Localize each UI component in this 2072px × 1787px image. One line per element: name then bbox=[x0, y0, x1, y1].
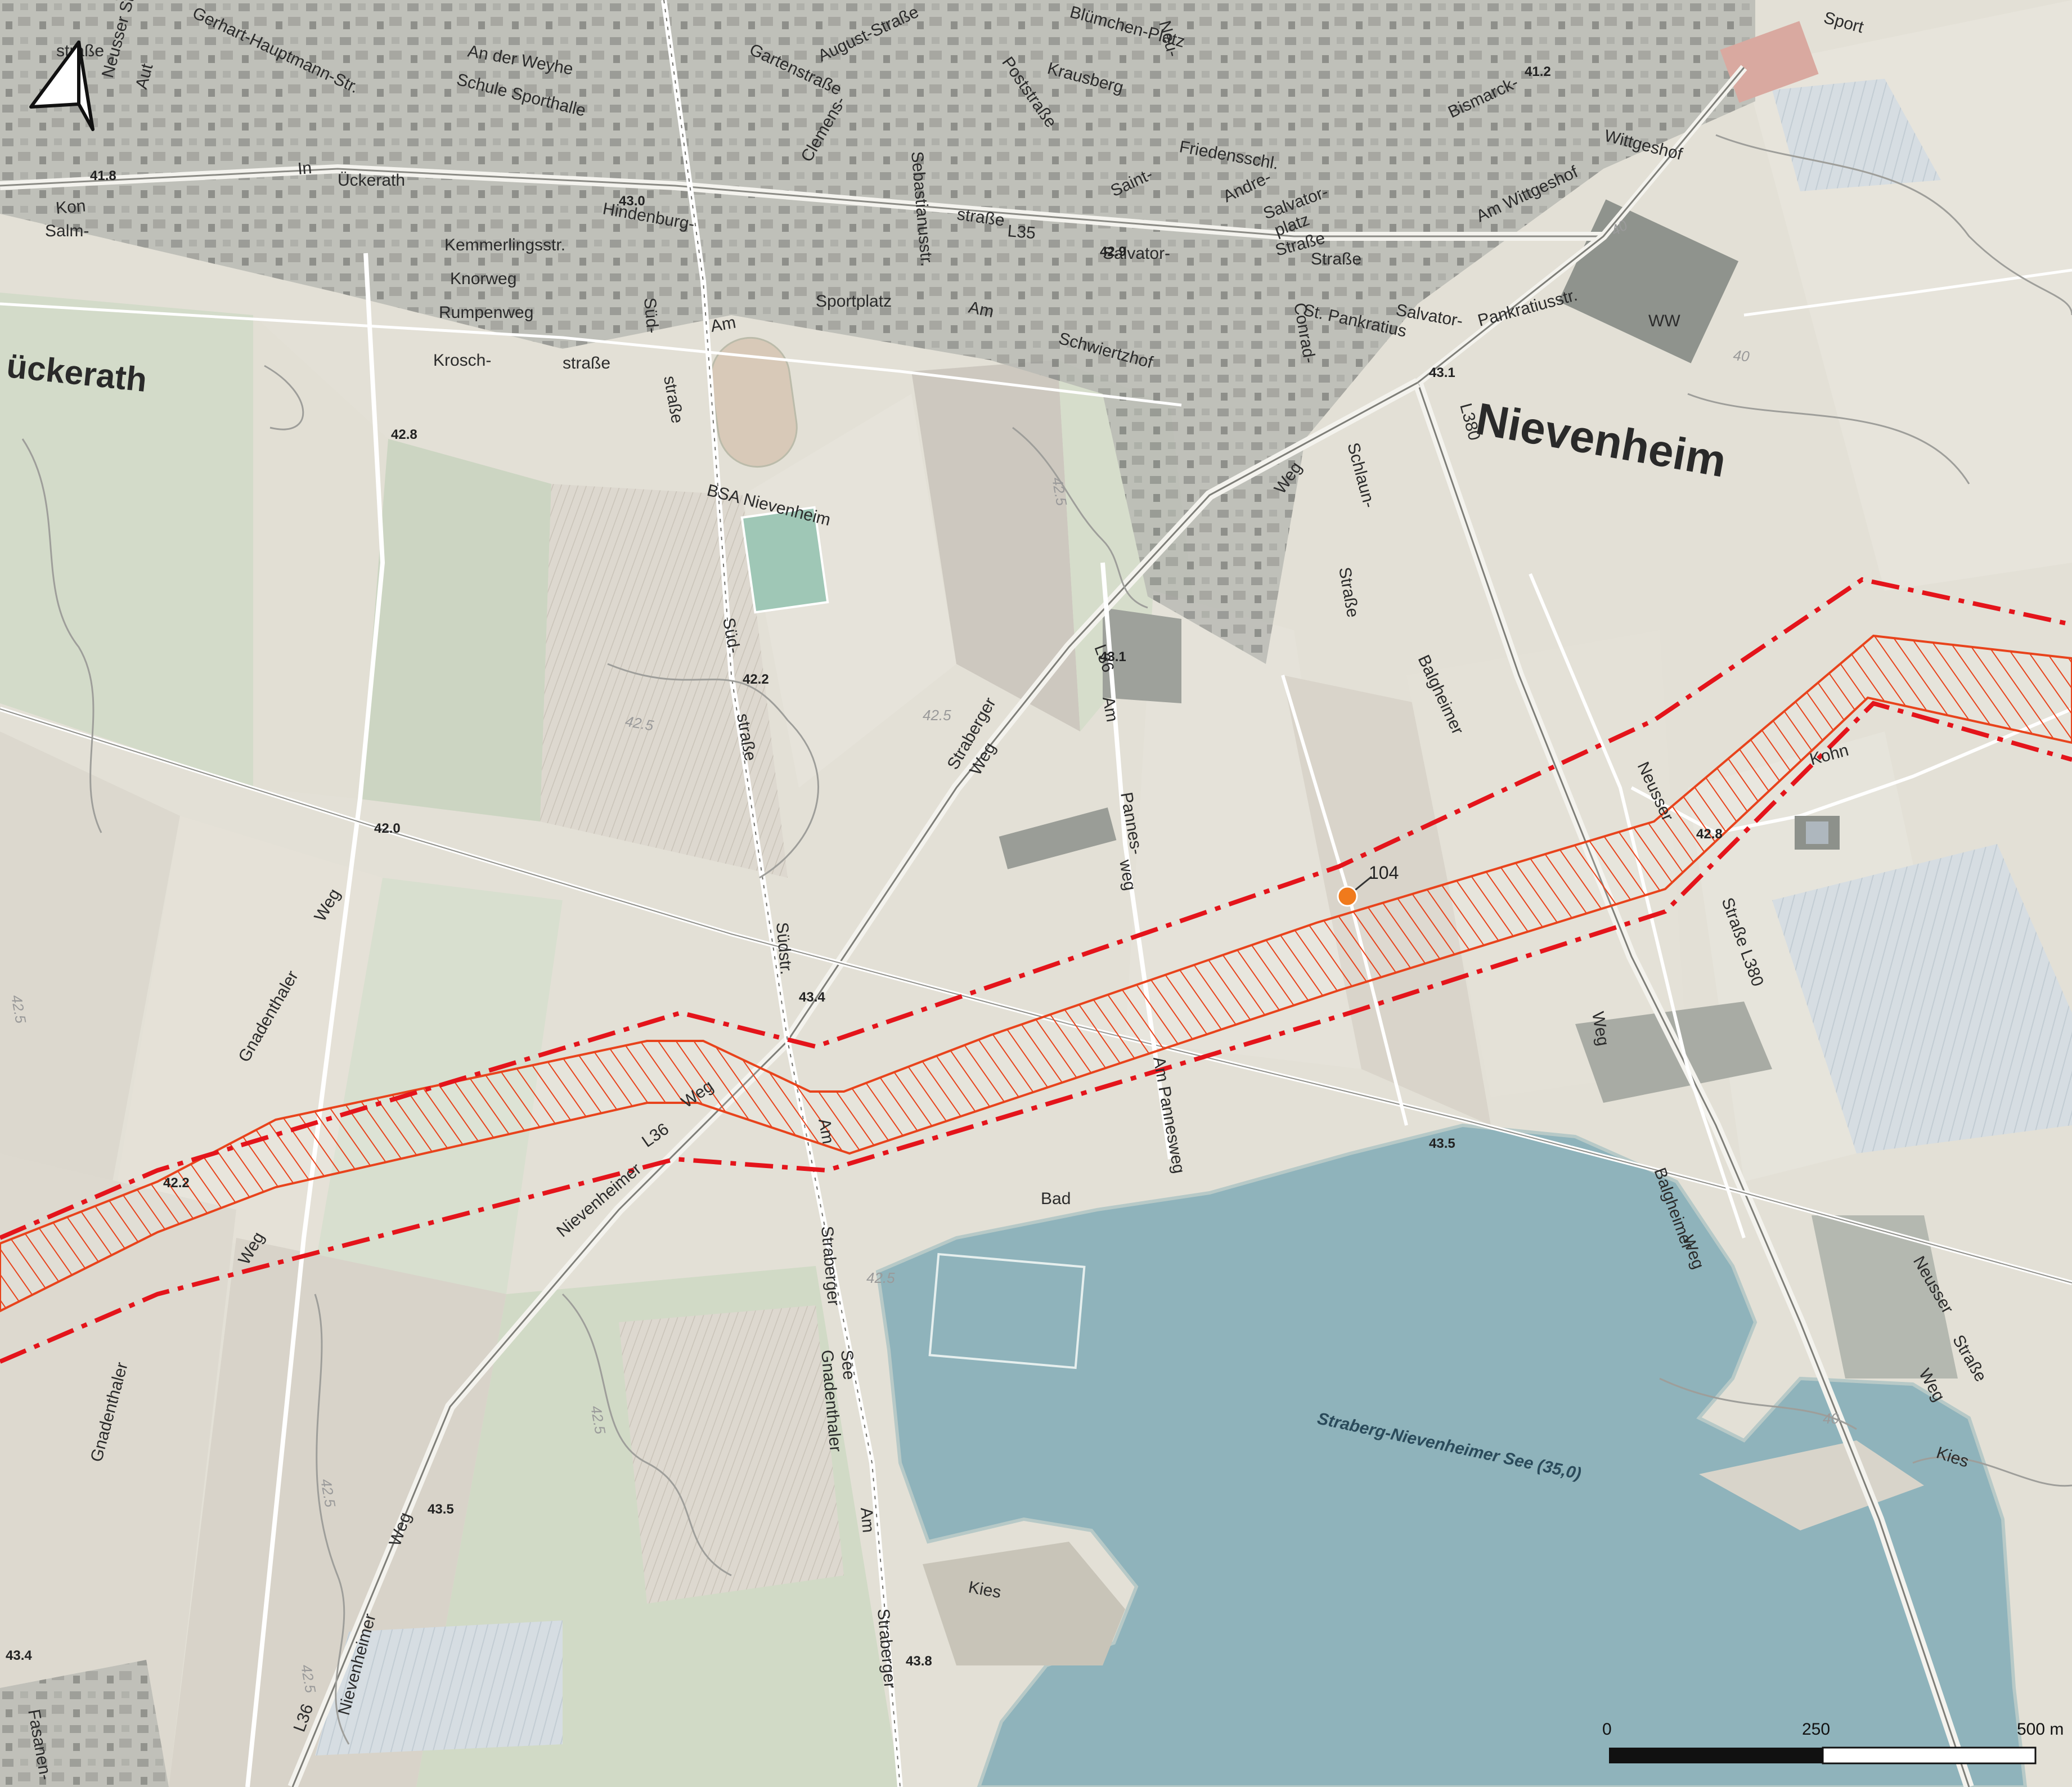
contour-label: 40 bbox=[1823, 1410, 1839, 1427]
scale-bar-segment-light bbox=[1822, 1746, 2037, 1764]
street-label: Salm- bbox=[45, 222, 89, 240]
study-area-boundary bbox=[0, 577, 2072, 1364]
street-label: Am bbox=[857, 1507, 878, 1534]
elevation-label: 43.1 bbox=[1429, 365, 1455, 380]
street-label: Süd- bbox=[640, 297, 662, 334]
elevation-label: 42.2 bbox=[743, 672, 769, 687]
swimming-area bbox=[928, 1252, 1086, 1370]
scale-label-0: 0 bbox=[1602, 1720, 1612, 1739]
street-label: der bbox=[113, 0, 137, 4]
elevation-label: 43.4 bbox=[799, 990, 825, 1005]
feature-label: Bad bbox=[1041, 1189, 1071, 1208]
street-label: Südstr. bbox=[772, 922, 795, 976]
contour-lines bbox=[21, 134, 2072, 1745]
north-arrow-icon bbox=[29, 41, 95, 131]
elevation-label: 42.9 bbox=[1100, 244, 1126, 259]
street-label: Straße bbox=[1311, 250, 1361, 268]
marker-label: 104 bbox=[1369, 863, 1399, 883]
gravel-spit bbox=[923, 1542, 1125, 1665]
lake bbox=[875, 1123, 2028, 1787]
scale-bar-segment-dark bbox=[1609, 1748, 1823, 1763]
scale-label-500: 500 m bbox=[2017, 1720, 2064, 1739]
elevation-label: 43.4 bbox=[6, 1648, 32, 1663]
street-label: Sportplatz bbox=[816, 292, 892, 311]
elevation-label: 43.5 bbox=[1429, 1136, 1455, 1151]
contour-label: 42.5 bbox=[866, 1269, 895, 1286]
street-label: Knorweg bbox=[450, 270, 516, 288]
contour-label: 40 bbox=[1732, 347, 1750, 365]
street-label: See bbox=[837, 1349, 859, 1381]
elevation-label: 43.8 bbox=[906, 1654, 932, 1669]
elevation-label: 42.2 bbox=[163, 1175, 190, 1191]
street-label: Ückerath bbox=[338, 171, 405, 190]
elevation-label: 42.8 bbox=[1696, 827, 1723, 842]
street-label: Rumpenweg bbox=[439, 303, 533, 322]
street-label: Am bbox=[1099, 695, 1121, 723]
marker-dot[interactable] bbox=[1337, 886, 1358, 907]
street-label: Krosch- bbox=[433, 351, 491, 370]
street-label: L35 bbox=[1006, 222, 1036, 243]
scale-label-250: 250 bbox=[1802, 1720, 1830, 1739]
sports-ground bbox=[710, 21, 1819, 614]
feature-label: WW bbox=[1648, 312, 1680, 330]
scale-bar: 0 250 500 m bbox=[1602, 1720, 2064, 1764]
farm-buildings bbox=[999, 807, 1840, 869]
elevation-label: 41.8 bbox=[90, 168, 116, 183]
street-label: Kemmerlingsstr. bbox=[444, 236, 565, 254]
elevation-label: 41.2 bbox=[1525, 64, 1551, 79]
elevation-label: 42.0 bbox=[374, 821, 401, 836]
shore-area bbox=[1699, 1440, 1924, 1530]
elevation-label: 43.5 bbox=[428, 1502, 454, 1517]
elevation-label: 43.0 bbox=[619, 194, 645, 209]
street-label: Salvator- bbox=[1103, 244, 1170, 263]
street-label: straße bbox=[563, 354, 610, 372]
street-label: Kon bbox=[55, 196, 87, 218]
street-label: Am bbox=[709, 313, 737, 336]
point-marker-104[interactable]: 104 bbox=[1337, 863, 1399, 907]
street-label: In bbox=[297, 159, 313, 178]
elevation-label: 43.1 bbox=[1100, 649, 1126, 664]
elevation-label: 42.8 bbox=[391, 427, 417, 442]
street-label: Am bbox=[815, 1117, 837, 1145]
contour-label: 42.5 bbox=[923, 707, 951, 724]
planning-corridor bbox=[0, 634, 2072, 1313]
